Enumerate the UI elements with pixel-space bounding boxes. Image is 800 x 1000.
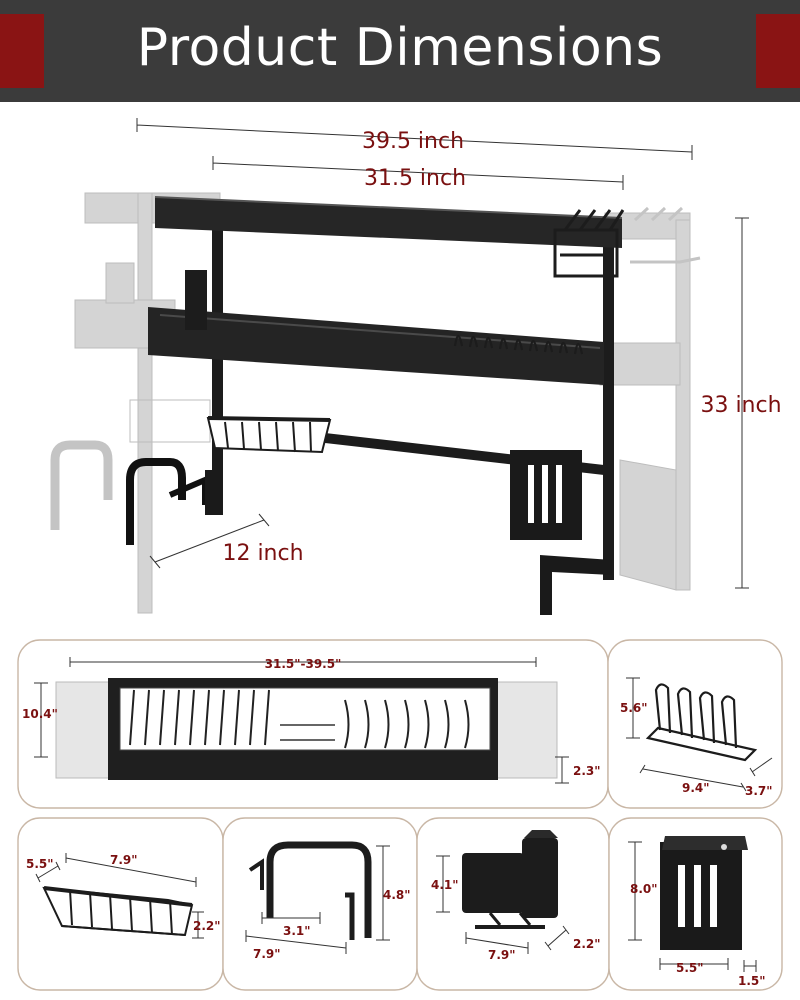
rack-top-shelf	[155, 197, 622, 248]
rack-side-hook	[185, 270, 207, 330]
rack-basket	[206, 416, 332, 454]
ghost-hook	[105, 262, 135, 304]
tray-illustration	[55, 678, 558, 780]
rack-board-holder	[126, 458, 186, 545]
rack-right-post	[603, 230, 614, 580]
label-inner-width: 31.5 inch	[364, 166, 466, 191]
ghost-left-post	[137, 192, 153, 614]
basket-width-label: 7.9"	[110, 853, 138, 867]
tray-dimension-lines	[34, 657, 569, 784]
cup-holder-width-label: 9.4"	[682, 781, 710, 795]
rack-middle-shelf	[148, 307, 604, 385]
tray-depth-label: 10.4"	[22, 707, 58, 721]
knife-holder-depth-label: 1.5"	[738, 974, 766, 988]
board-holder-illustration	[248, 841, 372, 940]
knife-holder-width-label: 5.5"	[676, 961, 704, 975]
label-total-width: 39.5 inch	[362, 129, 464, 154]
cup-holder-height-label: 5.6"	[620, 701, 648, 715]
middle-plate-rods	[453, 334, 584, 355]
utensil-holder-dimension-lines	[436, 855, 570, 954]
tray-width-label: 31.5"-39.5"	[265, 657, 342, 671]
page-title: Product Dimensions	[136, 18, 664, 78]
ghost-board-holder	[50, 440, 113, 530]
cup-holder-depth-label: 3.7"	[745, 784, 773, 798]
basket-illustration	[42, 886, 194, 937]
ghost-right-post	[675, 219, 691, 591]
header-banner: Product Dimensions	[0, 0, 800, 102]
utensil-holder-illustration	[462, 830, 558, 929]
utensil-holder-depth-label: 2.2"	[573, 937, 601, 951]
label-depth: 12 inch	[222, 541, 303, 566]
rack-leg-left	[205, 470, 222, 515]
accent-block-left	[0, 14, 44, 88]
utensil-holder-height-label: 4.1"	[431, 878, 459, 892]
rack-left-post	[212, 225, 223, 515]
basket-height-label: 2.2"	[193, 919, 221, 933]
board-holder-height-label: 4.8"	[383, 888, 411, 902]
top-hook-rack	[553, 209, 625, 278]
board-holder-inner-label: 3.1"	[283, 924, 311, 938]
accent-block-right	[756, 14, 800, 88]
panel-cup-holder	[607, 639, 783, 809]
cup-holder-illustration	[645, 683, 758, 762]
board-holder-width-label: 7.9"	[253, 947, 281, 961]
label-height: 33 inch	[700, 393, 781, 418]
basket-dimension-lines	[35, 853, 204, 939]
rack-frame	[126, 196, 625, 615]
utensil-holder-width-label: 7.9"	[488, 948, 516, 962]
knife-holder-illustration	[660, 836, 748, 950]
knife-holder-height-label: 8.0"	[630, 882, 658, 896]
cup-holder-dimension-lines	[626, 677, 773, 792]
main-dimension-lines	[136, 118, 749, 589]
rack-knife-block	[510, 450, 582, 540]
tray-height-label: 2.3"	[573, 764, 601, 778]
ghost-leg-right	[619, 459, 677, 591]
knife-holder-dimension-lines	[628, 841, 757, 972]
rack-leg-right	[540, 555, 612, 615]
board-holder-dimension-lines	[245, 845, 390, 954]
basket-depth-label: 5.5"	[26, 857, 54, 871]
